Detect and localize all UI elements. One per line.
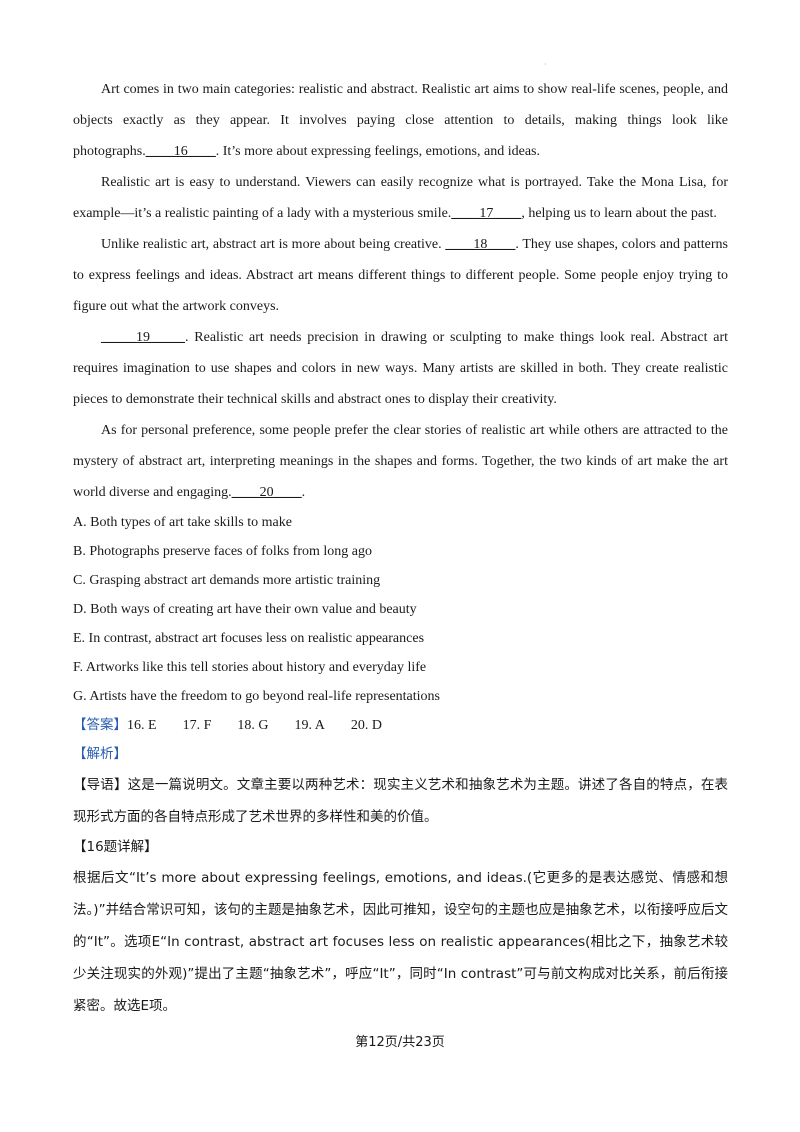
answer-item: 17. F <box>182 718 212 733</box>
passage-paragraph-5: As for personal preference, some people … <box>73 415 728 508</box>
blank-17: ____17____ <box>451 206 522 221</box>
paragraph-text: , helping us to learn about the past. <box>521 206 717 221</box>
guide-label: 【导语】 <box>73 777 128 793</box>
answer-label: 【答案】 <box>73 717 127 733</box>
q16-explanation: 根据后文“It’s more about expressing feelings… <box>73 870 728 1014</box>
option-b: B. Photographs preserve faces of folks f… <box>73 544 372 559</box>
page-footer: 第12页/共23页 <box>355 1035 445 1050</box>
paragraph-text: Art comes in two main categories: realis… <box>73 82 728 159</box>
answer-line: 【答案】16. E 17. F 18. G 19. A 20. D <box>73 711 728 740</box>
passage-paragraph-1: Art comes in two main categories: realis… <box>73 74 728 167</box>
paragraph-text: . It’s more about expressing feelings, e… <box>215 144 540 159</box>
q16-label: 【16题详解】 <box>73 839 158 855</box>
blank-19: _____19_____ <box>101 330 185 345</box>
passage-paragraph-4: _____19_____. Realistic art needs precis… <box>73 322 728 415</box>
option-list: A. Both types of art take skills to make… <box>73 508 728 711</box>
blank-16: ____16____ <box>145 144 216 159</box>
blank-18: ____18____ <box>445 237 516 252</box>
answer-item: 16. E <box>127 718 157 733</box>
paragraph-text: As for personal preference, some people … <box>73 423 728 500</box>
blank-20: ____20____ <box>231 485 302 500</box>
option-c: C. Grasping abstract art demands more ar… <box>73 573 381 588</box>
option-e: E. In contrast, abstract art focuses les… <box>73 631 425 646</box>
guide-paragraph: 【导语】这是一篇说明文。文章主要以两种艺术：现实主义艺术和抽象艺术为主题。讲述了… <box>73 769 728 833</box>
option-a: A. Both types of art take skills to make <box>73 515 292 530</box>
answer-item: 18. G <box>237 718 269 733</box>
passage-paragraph-2: Realistic art is easy to understand. Vie… <box>73 167 728 229</box>
paragraph-text: . <box>301 485 306 500</box>
guide-text: 这是一篇说明文。文章主要以两种艺术：现实主义艺术和抽象艺术为主题。讲述了各自的特… <box>73 777 729 825</box>
scan-dot: · <box>544 60 547 69</box>
option-d: D. Both ways of creating art have their … <box>73 602 417 617</box>
analysis-label: 【解析】 <box>73 746 127 762</box>
option-f: F. Artworks like this tell stories about… <box>73 660 427 675</box>
option-g: G. Artists have the freedom to go beyond… <box>73 689 440 704</box>
passage-paragraph-3: Unlike realistic art, abstract art is mo… <box>73 229 728 322</box>
paragraph-text: Realistic art is easy to understand. Vie… <box>73 175 728 221</box>
answer-item: 19. A <box>294 718 325 733</box>
paragraph-text: Unlike realistic art, abstract art is mo… <box>101 237 446 252</box>
paragraph-text: . They use shapes, colors and patterns t… <box>73 237 728 314</box>
paragraph-text: . Realistic art needs precision in drawi… <box>73 330 728 407</box>
answer-item: 20. D <box>350 718 382 733</box>
document-page: Art comes in two main categories: realis… <box>73 74 728 1022</box>
